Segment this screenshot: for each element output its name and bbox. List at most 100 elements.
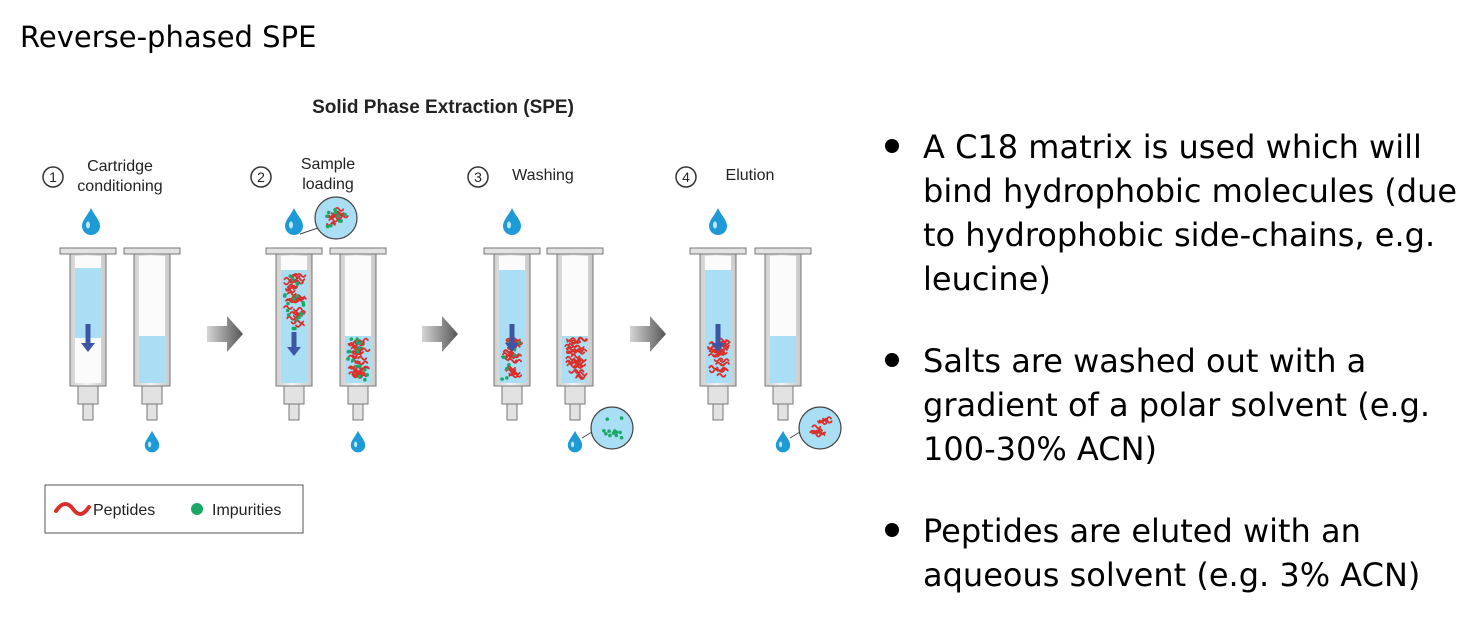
cartridge-nozzle xyxy=(772,385,794,405)
cartridge-nozzle xyxy=(141,385,163,405)
cartridge-tip xyxy=(288,403,300,421)
impurity-particle xyxy=(355,337,359,341)
impurity-particle xyxy=(337,219,342,223)
peptide-particle xyxy=(708,365,719,370)
peptide-particle xyxy=(350,346,361,351)
impurity-particle xyxy=(301,300,305,305)
peptide-particle xyxy=(283,305,293,310)
wash-drop-icon-highlight xyxy=(507,221,511,229)
impurity-particle xyxy=(365,373,370,377)
peptide-particle xyxy=(289,311,300,316)
cartridge-tip xyxy=(352,403,364,421)
legend-impurity-mark xyxy=(191,503,203,515)
elution-drop-icon xyxy=(709,208,727,235)
cartridge-nozzle xyxy=(77,385,99,405)
cartridge-flange xyxy=(123,247,181,255)
diagram-title: Solid Phase Extraction (SPE) xyxy=(312,97,574,118)
impurity-particle xyxy=(297,315,301,320)
peptide-particle xyxy=(566,362,577,368)
step-arrow-2-icon xyxy=(422,316,458,352)
peptide-particle xyxy=(575,373,586,379)
impurity-particle xyxy=(358,341,363,345)
impurity-particle xyxy=(286,313,291,317)
solvent-drop-icon xyxy=(82,208,100,235)
peptide-particle xyxy=(295,322,305,328)
legend-peptide-mark xyxy=(54,502,91,516)
step-number-1: 1 xyxy=(49,169,57,185)
peptide-particle xyxy=(347,354,358,360)
peptide-particle xyxy=(566,350,576,356)
cartridge-nozzle xyxy=(564,385,586,405)
flow-arrow-down-icon xyxy=(505,343,519,352)
peptide-particle xyxy=(817,420,828,425)
sample-drop-icon xyxy=(285,208,303,235)
bullet-dot-icon xyxy=(885,523,899,537)
step-3-label-line-1: Washing xyxy=(512,167,574,184)
peptide-particle xyxy=(713,357,724,363)
peptide-particle xyxy=(296,272,307,278)
peptide-particle xyxy=(295,276,306,282)
flow-arrow-shaft xyxy=(715,324,721,344)
peptide-particle xyxy=(294,279,304,285)
step-label-1: 1 Cartridge conditioning xyxy=(42,158,163,195)
impurity-particle xyxy=(505,376,509,380)
legend-peptides-label: Peptides xyxy=(93,502,155,519)
peptide-particle xyxy=(357,355,368,361)
peptide-particle xyxy=(570,339,581,344)
peptide-particle xyxy=(289,278,299,284)
step-label-3: 3 Washing xyxy=(467,166,574,188)
step-label-4: 4 Elution xyxy=(675,166,775,188)
impurity-particle xyxy=(355,349,360,354)
peptide-particle xyxy=(348,342,359,347)
peptide-particle xyxy=(359,337,369,343)
peptide-particle xyxy=(360,347,371,353)
eluate-drop-icon-highlight xyxy=(148,441,152,448)
impurity-particle xyxy=(618,430,622,435)
impurity-particle xyxy=(325,214,329,219)
magnifier-pointer xyxy=(299,227,319,235)
peptide-particle xyxy=(283,276,294,282)
impurity-particle xyxy=(285,308,290,313)
eluate-drop-icon xyxy=(144,430,160,453)
cartridge-tip xyxy=(82,403,94,421)
cartridge-4b xyxy=(754,247,812,421)
step-number-2: 2 xyxy=(257,169,265,185)
peptide-particle xyxy=(353,370,364,376)
cartridge-tip xyxy=(569,403,581,421)
bullet-item-3: Peptides are eluted with an aqueous solv… xyxy=(885,509,1465,597)
sample-magnifier xyxy=(314,196,358,240)
magnifier-circle xyxy=(590,406,634,450)
eluate-drop-icon-highlight xyxy=(779,441,783,448)
peptide-particle xyxy=(567,358,578,364)
peptide-particle xyxy=(566,347,577,353)
peptide-particle xyxy=(288,284,298,290)
bullet-text-3: Peptides are eluted with an aqueous solv… xyxy=(923,512,1421,594)
impurity-particle xyxy=(291,326,296,331)
peptide-particle xyxy=(286,291,297,297)
impurity-particle xyxy=(354,364,359,369)
impurity-particle xyxy=(619,416,624,420)
bullet-text-2: Salts are washed out with a gradient of … xyxy=(923,342,1431,468)
eluate-drop-icon-highlight xyxy=(571,441,575,448)
impurity-particle xyxy=(343,212,347,217)
step-2-label-line-1: Sample xyxy=(301,156,355,173)
step-1-label-line-1: Cartridge xyxy=(87,158,153,175)
bullet-text-1: A C18 matrix is used which will bind hyd… xyxy=(923,128,1458,298)
cartridge-1a xyxy=(59,247,117,421)
cartridge-tip xyxy=(777,403,789,421)
impurity-particle xyxy=(607,429,611,433)
impurity-particle xyxy=(351,358,355,363)
sample-drop-icon-highlight xyxy=(289,221,293,229)
impurity-particle xyxy=(604,431,608,436)
impurity-particle xyxy=(292,297,296,301)
cartridge-flange xyxy=(483,247,541,255)
step-4-label-line-1: Elution xyxy=(726,167,775,184)
cartridge-nozzle xyxy=(501,385,523,405)
cartridge-3b xyxy=(546,247,604,421)
flow-arrow-shaft xyxy=(291,332,297,348)
cartridge-2a xyxy=(265,247,323,421)
peptide-particle xyxy=(296,309,306,315)
impurity-particle xyxy=(333,208,337,212)
impurity-particle xyxy=(611,431,616,435)
impurity-particle xyxy=(614,430,619,434)
